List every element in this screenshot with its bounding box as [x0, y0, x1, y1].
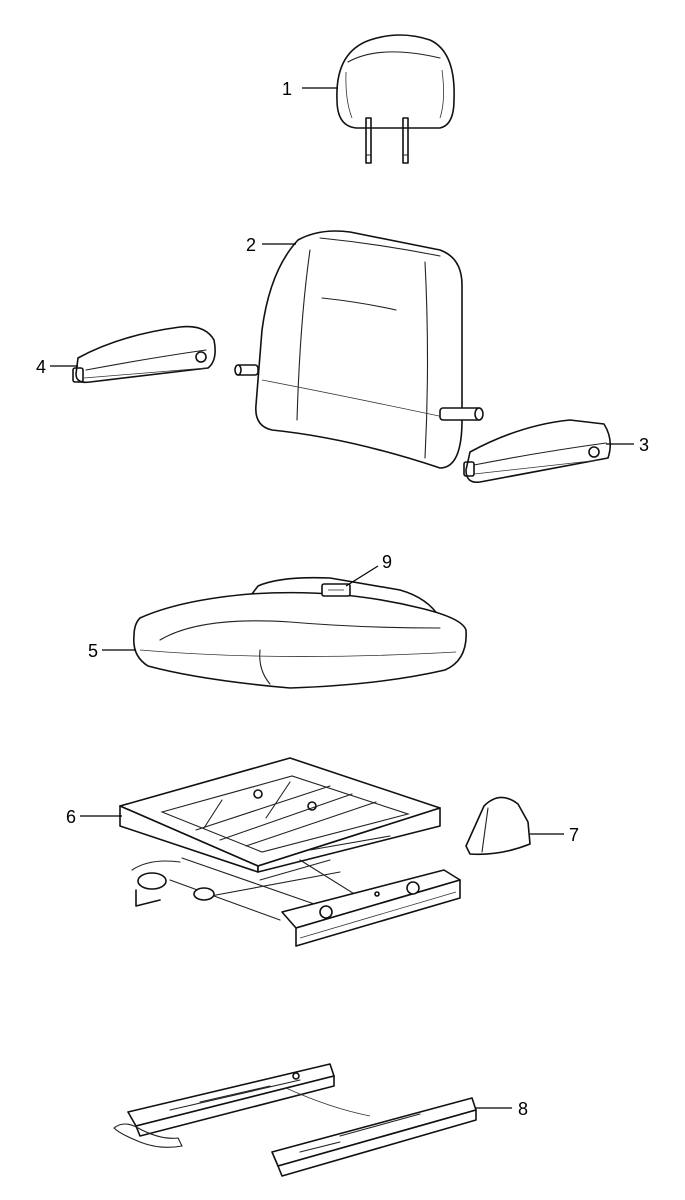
- callout-1: 1: [282, 79, 292, 99]
- seat-rails: [113, 1063, 477, 1177]
- adjuster-switch: [321, 583, 351, 597]
- armrest-right: [463, 419, 612, 484]
- callout-4: 4: [36, 357, 46, 377]
- backrest: [234, 230, 484, 469]
- frame-cover: [465, 796, 531, 856]
- armrest-peg-left: [234, 364, 259, 376]
- callout-labels: 1 2 3 4 5 6 7 8 9: [36, 79, 649, 1119]
- callout-5: 5: [88, 641, 98, 661]
- armrest-left: [72, 325, 216, 384]
- callout-9: 9: [382, 552, 392, 572]
- headrest: [336, 34, 455, 164]
- callout-7: 7: [569, 825, 579, 845]
- leader-9: [345, 565, 379, 587]
- armrest-peg-right: [439, 407, 484, 421]
- callout-6: 6: [66, 807, 76, 827]
- callout-8: 8: [518, 1099, 528, 1119]
- suspension-frame: [119, 757, 461, 947]
- seat-cushion: [132, 576, 467, 689]
- callout-3: 3: [639, 435, 649, 455]
- leader-lines: [50, 87, 634, 1109]
- callout-2: 2: [246, 235, 256, 255]
